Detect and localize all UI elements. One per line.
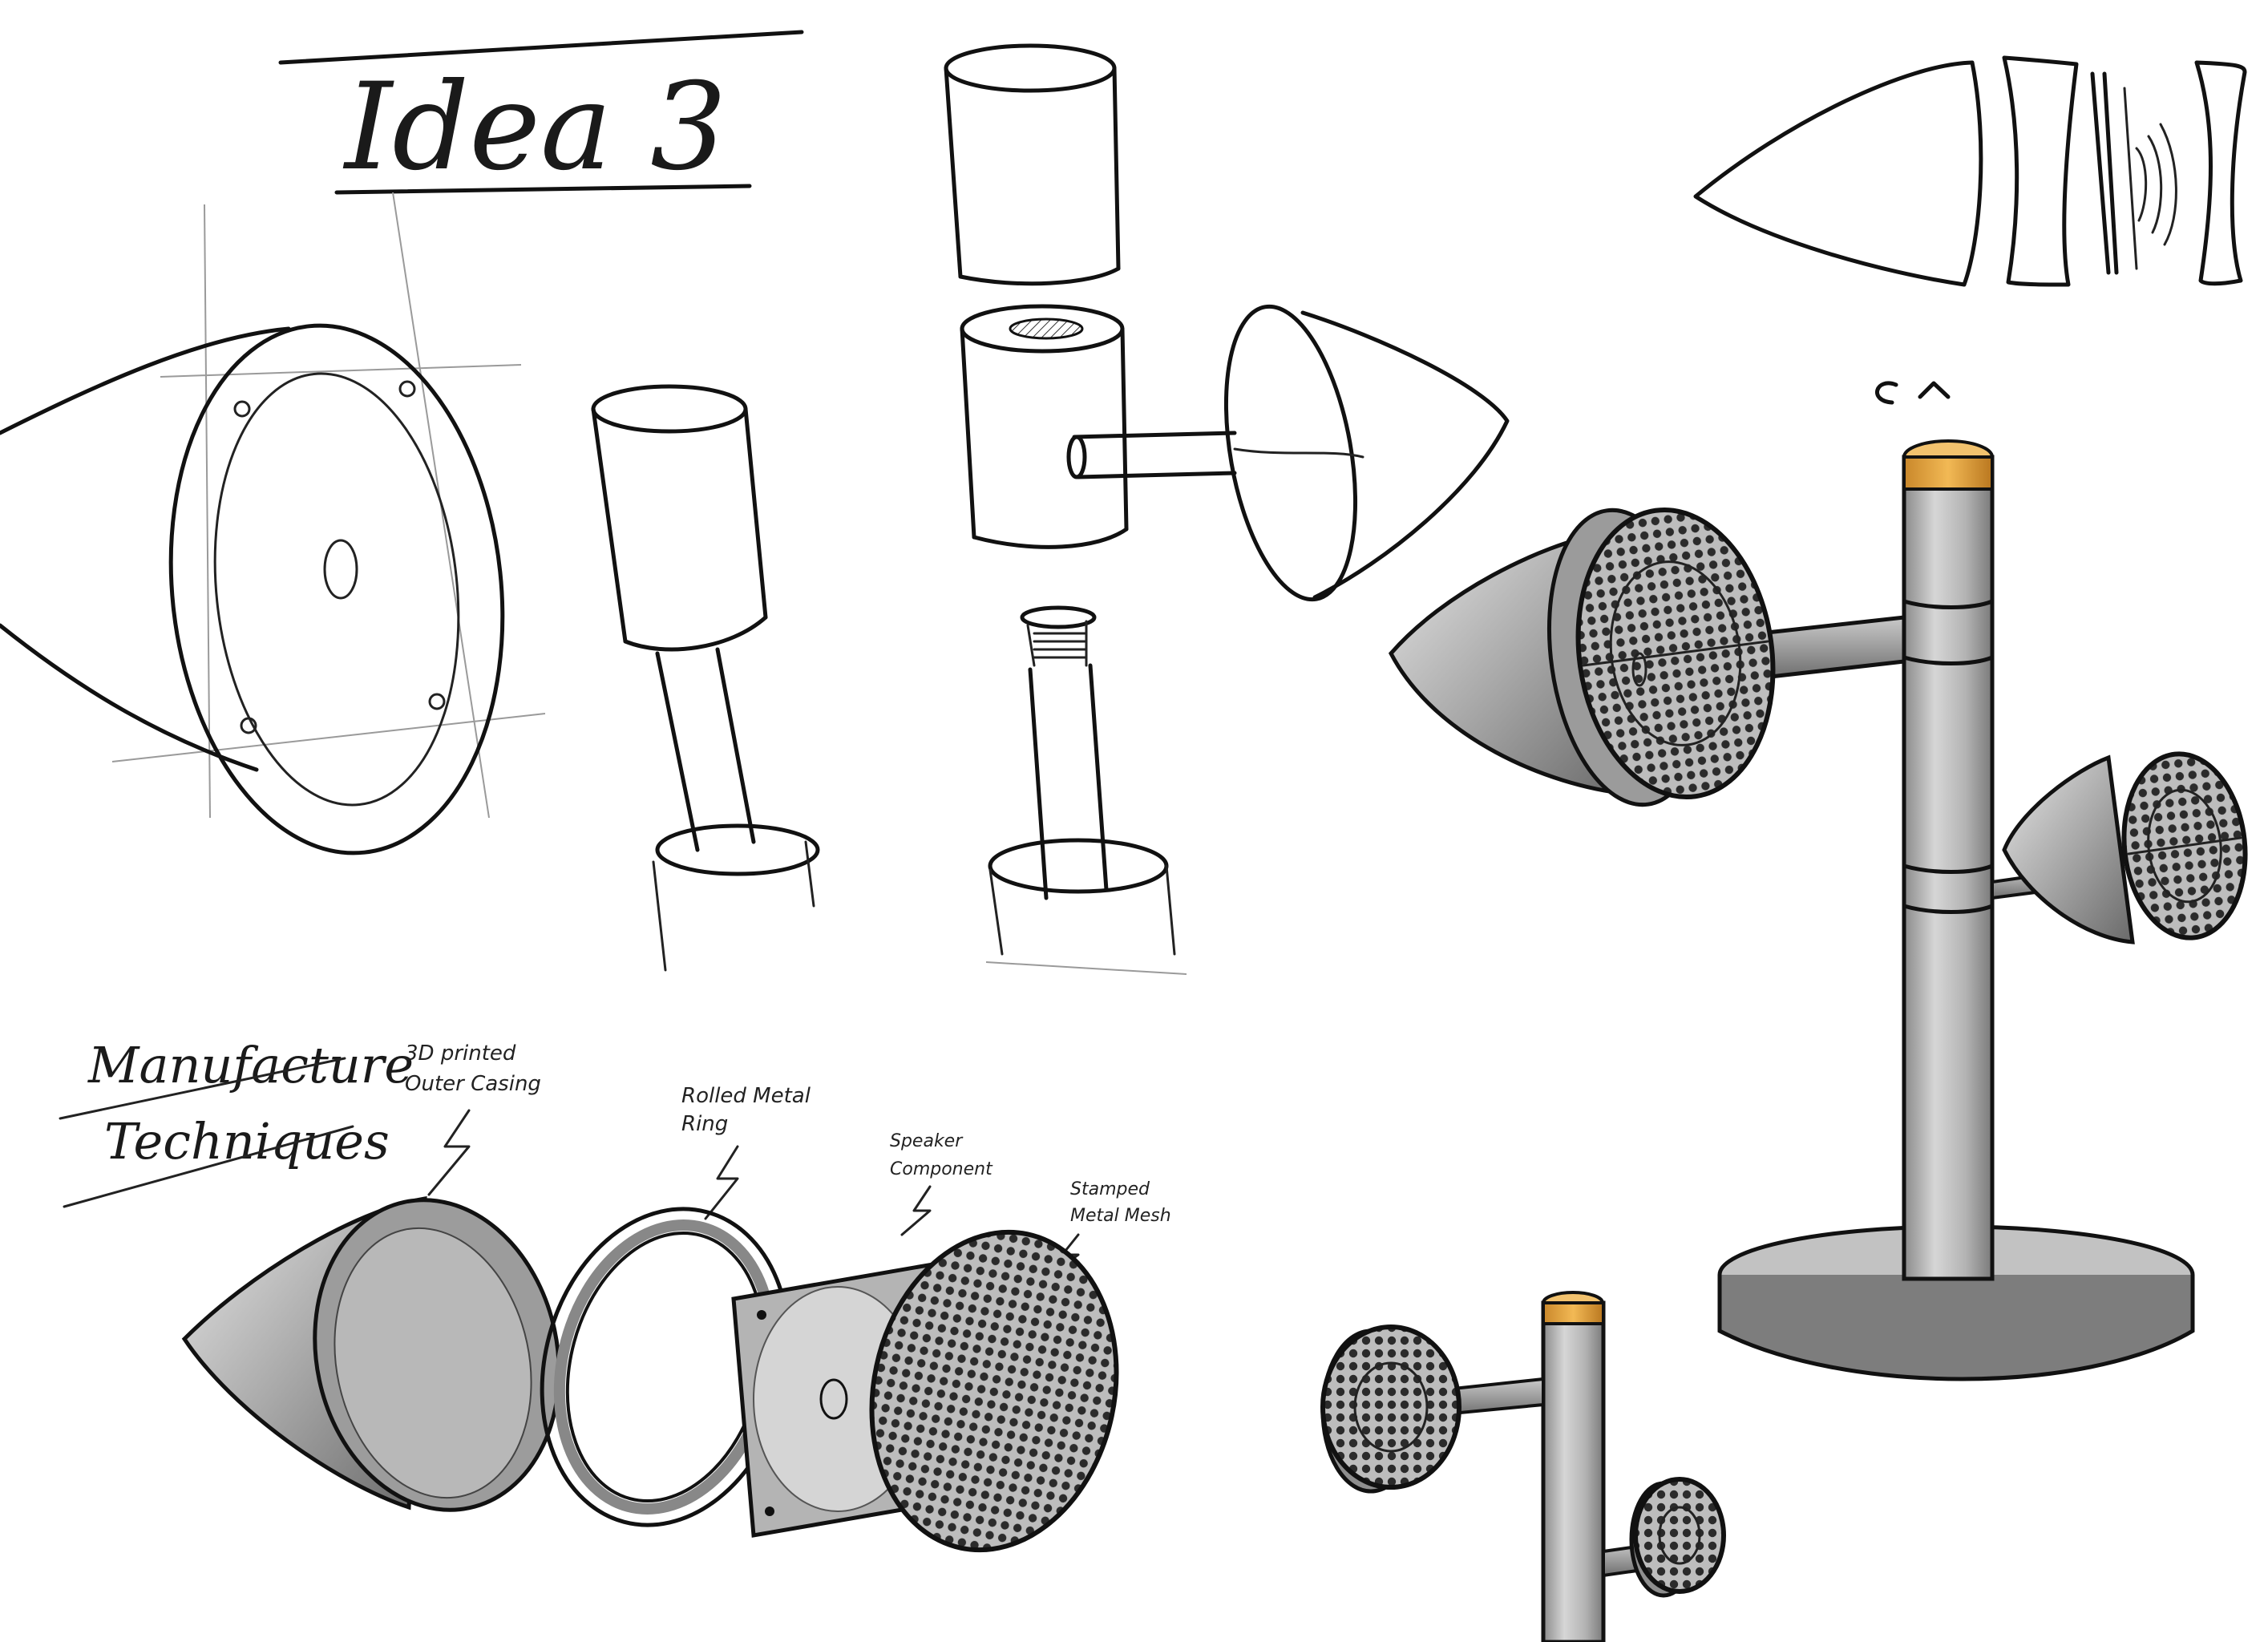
exploded-mount-sketch <box>944 43 1510 975</box>
side-exploded-view <box>1693 55 2247 287</box>
rotate-arrow-icon <box>1875 381 1951 405</box>
casing-arrow-icon <box>427 1109 471 1196</box>
manufacture-section: Manufacture Techniques 3D printed Outer … <box>59 1036 1171 1276</box>
manufacture-heading-line2: Techniques <box>104 1112 390 1171</box>
title-underline-bottom <box>334 184 752 195</box>
ring-label-line2: Ring <box>681 1112 728 1136</box>
manufacture-heading-line1: Manufacture <box>87 1036 414 1094</box>
mesh-label-line2: Metal Mesh <box>1070 1206 1171 1226</box>
exploded-parts <box>181 1196 1119 1553</box>
page-title: Idea 3 <box>342 58 727 197</box>
ring-label-line1: Rolled Metal <box>681 1084 811 1108</box>
rendered-speaker-stand <box>1388 381 2248 1381</box>
speaker-label-line1: Speaker <box>890 1131 964 1151</box>
mesh-label-line1: Stamped <box>1070 1179 1150 1199</box>
small-rendered-stand <box>1320 1291 1726 1642</box>
front-view-sketch <box>0 192 546 855</box>
speaker-arrow-icon <box>900 1185 932 1236</box>
ring-arrow-icon <box>704 1145 739 1220</box>
stem-sketch <box>591 384 820 972</box>
title-underline-top <box>278 30 804 65</box>
title-group: Idea 3 <box>278 30 804 197</box>
stamped-mesh-part <box>869 1229 1119 1553</box>
speaker-label-line2: Component <box>890 1159 993 1179</box>
casing-label-line2: Outer Casing <box>405 1072 541 1096</box>
casing-label-line1: 3D printed <box>405 1041 516 1066</box>
